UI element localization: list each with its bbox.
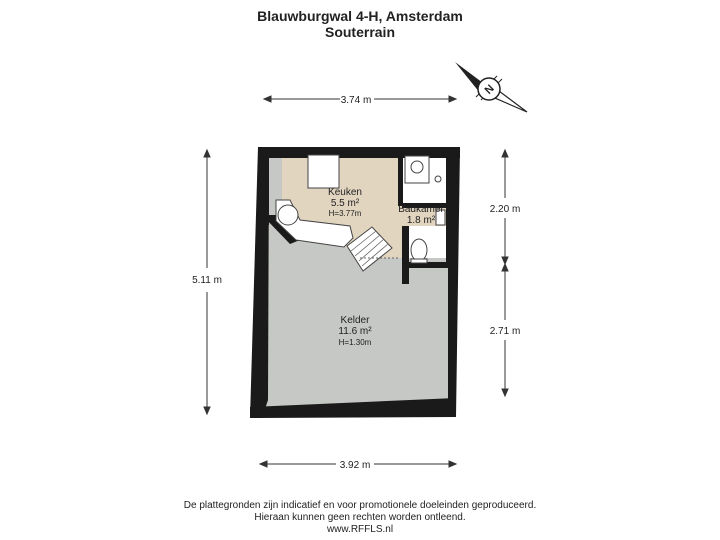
kitchen-height: H=3.77m: [329, 209, 362, 218]
dim-top-arrow-right: [448, 95, 458, 103]
dim-right-lower-arrow-bottom: [501, 388, 509, 398]
compass-icon: N: [455, 62, 528, 113]
dim-right-upper-label: 2.20 m: [490, 204, 521, 215]
disclaimer-line-1: De plattegronden zijn indicatief en voor…: [183, 500, 537, 511]
kitchen-area: 5.5 m²: [331, 198, 360, 209]
dim-left-arrow-bottom: [203, 406, 211, 416]
shower-drain-icon: [410, 160, 424, 174]
wall-top-left: [258, 147, 460, 225]
outer-walls: [250, 147, 460, 418]
kitchen-sink: [277, 204, 299, 226]
bathroom-fixtures: [404, 155, 446, 264]
bathroom-wall-middle: [402, 203, 448, 208]
kitchen-name: Keuken: [328, 187, 362, 198]
cellar-area: 11.6 m²: [338, 326, 372, 337]
bathroom-wall-lower: [402, 226, 409, 284]
dim-top-label: 3.74 m: [341, 95, 372, 106]
bathroom-wall-bottom: [402, 262, 448, 268]
kitchen-fixtures: [275, 154, 354, 248]
bathroom-area: 1.8 m²: [407, 215, 436, 226]
dim-bottom-arrow-left: [258, 460, 268, 468]
wall-diagonal: [262, 215, 300, 244]
bathroom-name: Badkamer: [398, 204, 444, 215]
shower-tap-icon: [434, 175, 442, 183]
washbasin-icon: [435, 209, 446, 226]
dimension-lines: [203, 95, 509, 468]
disclaimer-line-2: Hieraan kunnen geen rechten worden ontle…: [254, 512, 466, 523]
website-link[interactable]: www.RFFLS.nl: [326, 524, 394, 535]
dim-top-arrow-left: [262, 95, 272, 103]
cellar-height: H=1.30m: [339, 338, 372, 347]
inner-walls: [398, 154, 448, 284]
dim-right-lower-arrow-top: [501, 262, 509, 272]
kitchen-cabinet: [307, 154, 340, 189]
bathroom-wall-left: [398, 154, 403, 206]
cellar-name: Kelder: [341, 315, 371, 326]
dim-right-upper-arrow-top: [501, 148, 509, 158]
dim-bottom-label: 3.92 m: [340, 460, 371, 471]
floorplan-address-title: Blauwburgwal 4-H, Amsterdam: [257, 8, 463, 24]
dim-left-arrow-top: [203, 148, 211, 158]
dim-right-lower-label: 2.71 m: [490, 326, 521, 337]
toilet-tank-icon: [410, 258, 428, 264]
floorplan-floor-title: Souterrain: [324, 24, 395, 40]
toilet-icon: [410, 238, 428, 262]
wall-right: [446, 147, 460, 417]
dim-right-upper-arrow-bottom: [501, 256, 509, 266]
dim-left-label: 5.11 m: [192, 275, 222, 286]
wall-left: [250, 147, 269, 418]
wall-bottom: [250, 398, 456, 418]
dim-bottom-arrow-right: [448, 460, 458, 468]
stairs-icon: [346, 226, 393, 272]
